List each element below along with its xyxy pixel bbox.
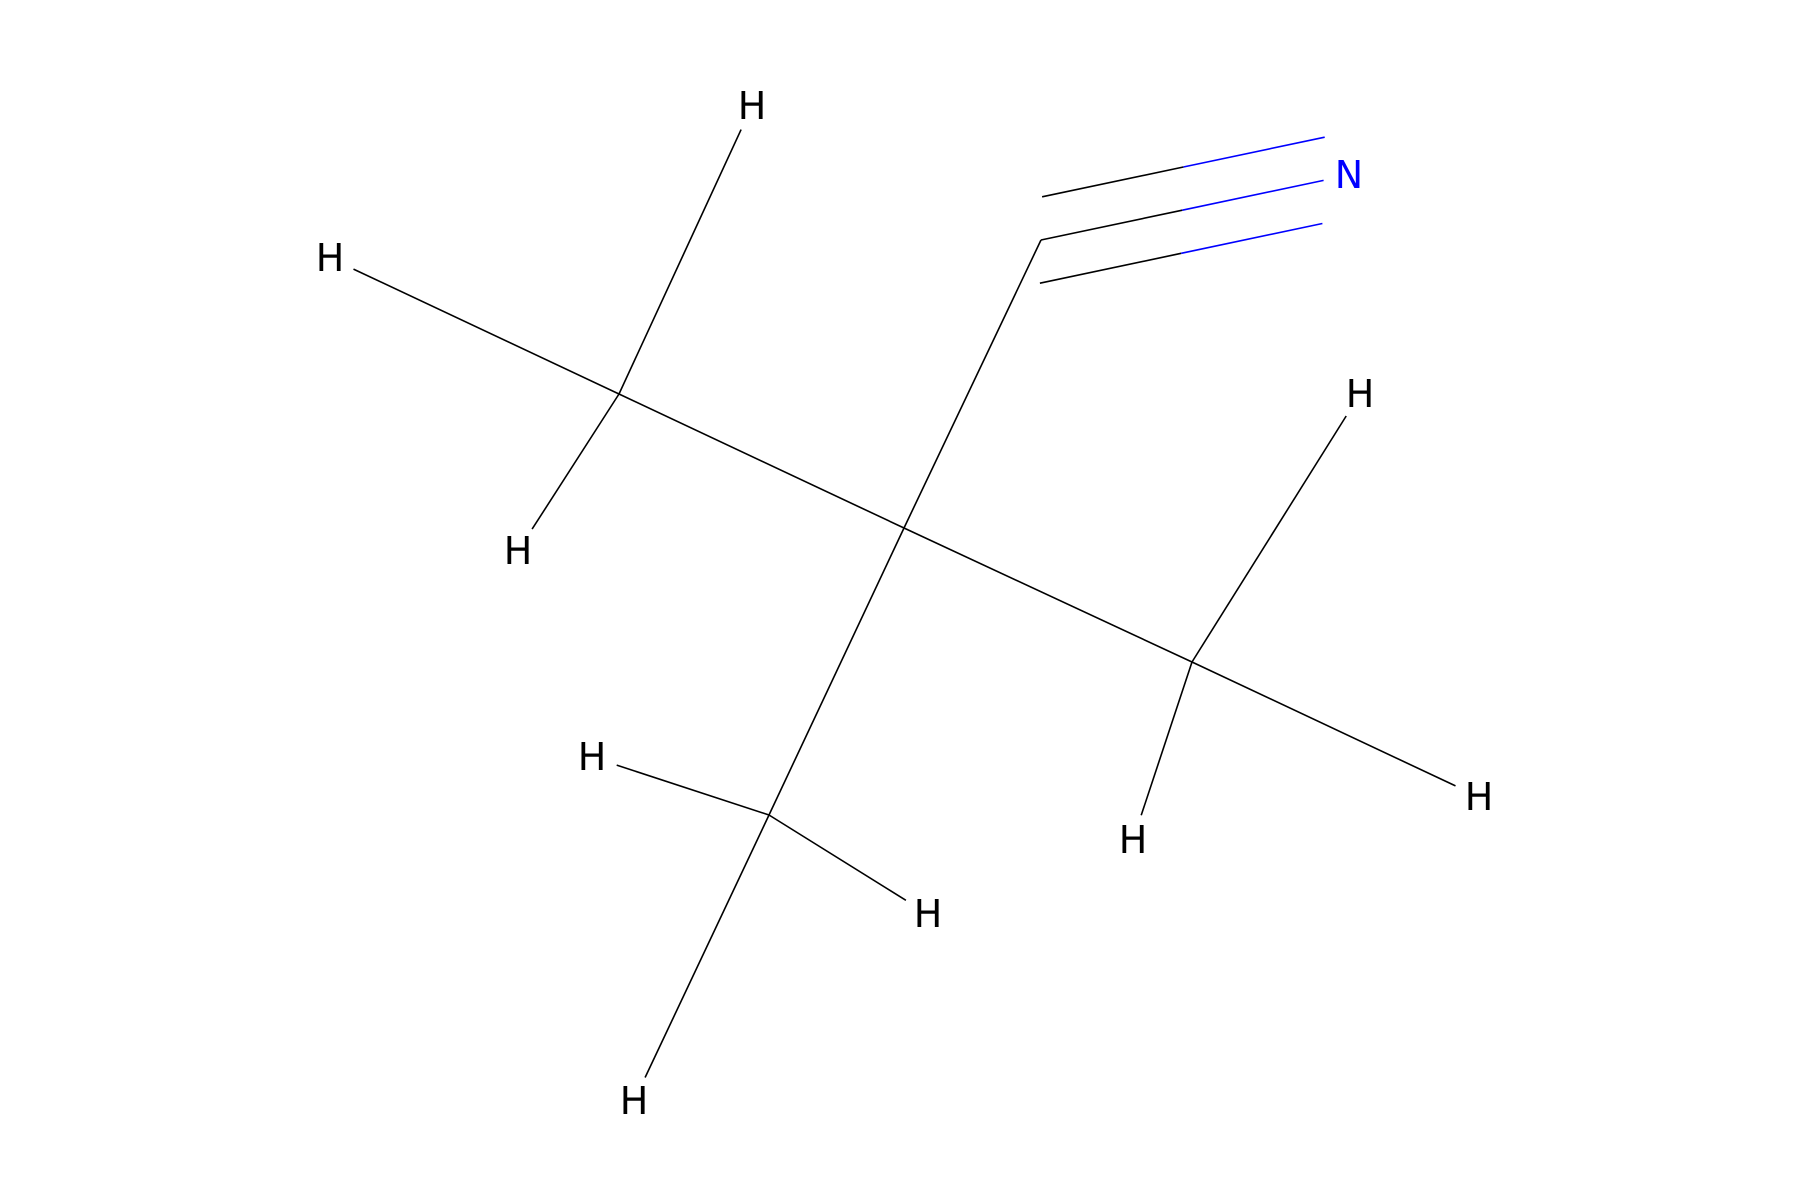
- bond-C_methyl_bottom-H8: [768, 814, 907, 901]
- bond-C_methyl_right-H4: [1191, 415, 1347, 663]
- bond-C_nitrile-N1-side1-a: [1039, 252, 1182, 284]
- bond-C_methyl_left-H1: [618, 129, 742, 395]
- bond-C_central-C_methyl_bottom: [768, 527, 905, 816]
- atom-label-H8: H: [914, 892, 943, 936]
- bond-C_methyl_bottom-H9: [644, 814, 770, 1078]
- bond-C_methyl_right-H6: [1140, 661, 1193, 816]
- bond-C_methyl_right-H5: [1191, 661, 1456, 787]
- atom-label-H4: H: [1346, 372, 1375, 416]
- bond-C_central-C_methyl_right: [903, 527, 1193, 663]
- atom-label-H9: H: [620, 1079, 649, 1123]
- bond-C_nitrile-N1-a: [1040, 209, 1183, 241]
- atom-label-H7: H: [578, 735, 607, 779]
- bond-C_methyl_bottom-H7: [616, 764, 770, 816]
- atom-label-H6: H: [1119, 818, 1148, 862]
- bond-C_methyl_left-H3: [531, 393, 620, 530]
- bond-C_methyl_left-H2: [353, 268, 620, 395]
- bond-C_nitrile-N1-side2-a: [1041, 166, 1184, 198]
- atom-label-H3: H: [504, 529, 533, 573]
- bond-C_central-C_nitrile: [903, 239, 1042, 529]
- bond-C_nitrile-N1-b: [1182, 179, 1324, 211]
- atom-label-H5: H: [1465, 775, 1494, 819]
- atom-label-N1: N: [1335, 153, 1363, 197]
- atom-label-H2: H: [316, 236, 345, 280]
- bond-C_nitrile-N1-side2-b: [1183, 136, 1325, 168]
- atom-label-layer: N H H H H H H H H H: [316, 84, 1494, 1123]
- bond-C_nitrile-N1-side1-b: [1181, 222, 1323, 255]
- bond-layer: [353, 129, 1456, 1078]
- bond-C_central-C_methyl_left: [618, 393, 905, 529]
- atom-label-H1: H: [738, 84, 767, 128]
